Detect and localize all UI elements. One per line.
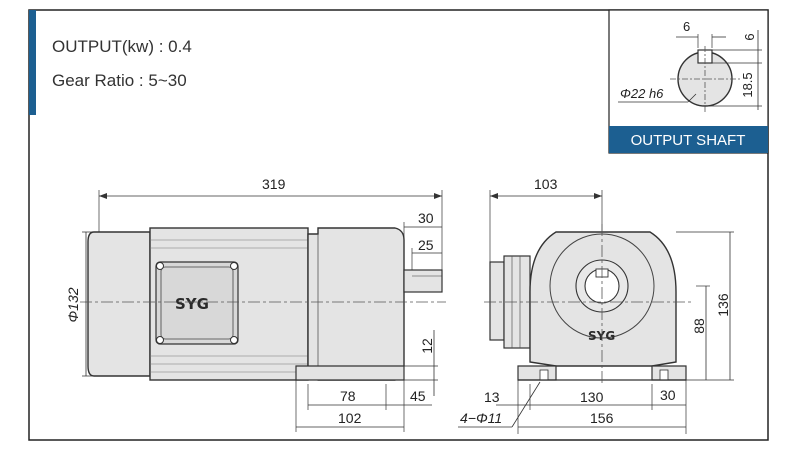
- motor-end-cap: [87, 231, 151, 377]
- side-logo: SYG: [175, 295, 209, 313]
- shaft-title: OUTPUT SHAFT: [631, 132, 746, 149]
- side-view: 319 30 25 SYG: [65, 176, 446, 432]
- front-logo: SYG: [588, 329, 615, 343]
- foot-inner-label: 78: [340, 388, 356, 404]
- output-shaft-inset: OUTPUT SHAFT 6 6 18.5 Φ22 h6: [608, 9, 769, 154]
- foot-outer-label: 102: [338, 410, 362, 426]
- key-width-label: 6: [683, 19, 690, 34]
- side-foot: [295, 365, 405, 381]
- gear-ratio-spec: Gear Ratio : 5~30: [52, 71, 187, 90]
- front-foot-left: [517, 365, 557, 381]
- front-view: 103 SYG 136 88 13: [458, 176, 734, 434]
- mount-outer-label: 156: [590, 410, 614, 426]
- output-spec: OUTPUT(kw) : 0.4: [52, 37, 192, 56]
- mount-inner-label: 130: [580, 389, 604, 405]
- shaft-title-bar: [609, 126, 768, 153]
- total-length-label: 319: [262, 176, 286, 192]
- output-shaft-side: [403, 269, 443, 293]
- terminal-box: [155, 261, 239, 345]
- shaft-length-label: 30: [418, 210, 434, 226]
- shaft-height-label: 18.5: [740, 72, 755, 97]
- front-shaft-height-label: 88: [691, 318, 707, 334]
- mount-holes-label: 4−Φ11: [460, 410, 502, 426]
- foot-width-label: 30: [660, 387, 676, 403]
- gearbox-housing: [307, 227, 405, 381]
- accent-bar: [29, 10, 36, 115]
- front-width-label: 103: [534, 176, 558, 192]
- front-foot-right: [651, 365, 687, 381]
- motor-diameter-label: Φ132: [65, 287, 81, 322]
- key-length-label: 25: [418, 237, 434, 253]
- front-total-height-label: 136: [715, 293, 731, 317]
- key-depth-label: 6: [742, 33, 757, 40]
- foot-thickness-label: 12: [419, 338, 435, 354]
- foot-offset-label: 45: [410, 388, 426, 404]
- foot-edge-label: 13: [484, 389, 500, 405]
- front-motor-cap: [489, 261, 505, 341]
- shaft-diameter-label: Φ22 h6: [620, 86, 664, 101]
